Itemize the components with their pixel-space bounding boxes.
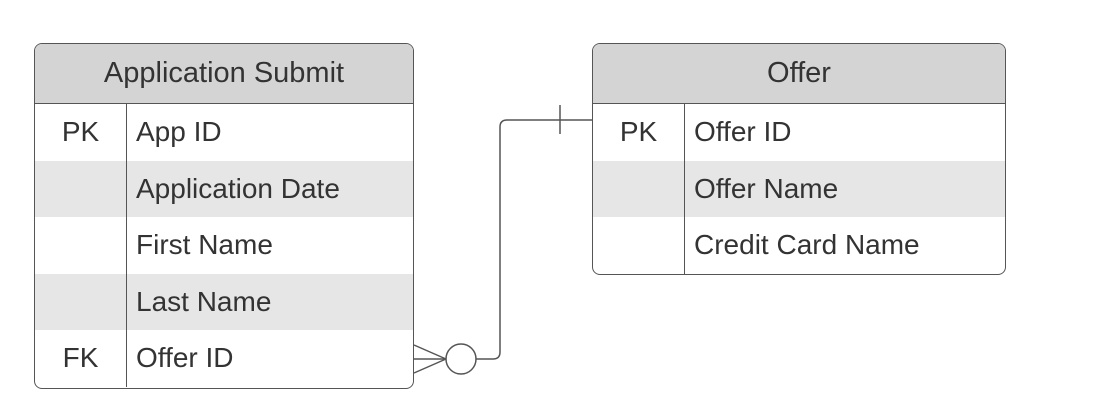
field-name: Last Name — [136, 285, 272, 317]
entity-application-submit[interactable]: Application Submit PK App ID Application … — [34, 43, 414, 389]
table-row: Offer Name — [593, 160, 1005, 217]
field-name: Offer Name — [694, 172, 839, 204]
field-name: First Name — [136, 229, 273, 261]
table-row: PK Offer ID — [593, 104, 1005, 161]
key-label — [35, 160, 127, 217]
field-name: Credit Card Name — [694, 229, 920, 261]
field-name: App ID — [136, 116, 222, 148]
table-row: First Name — [35, 217, 413, 274]
key-label — [593, 160, 685, 217]
key-label: PK — [35, 104, 127, 161]
key-label — [35, 273, 127, 330]
entity-title: Application Submit — [35, 44, 413, 104]
table-row: Credit Card Name — [593, 217, 1005, 274]
field-name: Offer ID — [694, 116, 792, 148]
key-label: FK — [35, 330, 127, 387]
crows-foot-icon — [413, 344, 447, 374]
zero-cardinality-circle — [445, 343, 477, 375]
table-row: PK App ID — [35, 104, 413, 161]
key-label: PK — [593, 104, 685, 161]
table-row: Last Name — [35, 273, 413, 330]
key-label — [35, 217, 127, 274]
entity-title: Offer — [593, 44, 1005, 104]
connector-line — [476, 119, 592, 360]
field-name: Offer ID — [136, 342, 234, 374]
field-name: Application Date — [136, 172, 340, 204]
key-label — [593, 217, 685, 274]
table-row: FK Offer ID — [35, 330, 413, 387]
entity-offer[interactable]: Offer PK Offer ID Offer Name Credit Card … — [592, 43, 1006, 275]
table-row: Application Date — [35, 160, 413, 217]
